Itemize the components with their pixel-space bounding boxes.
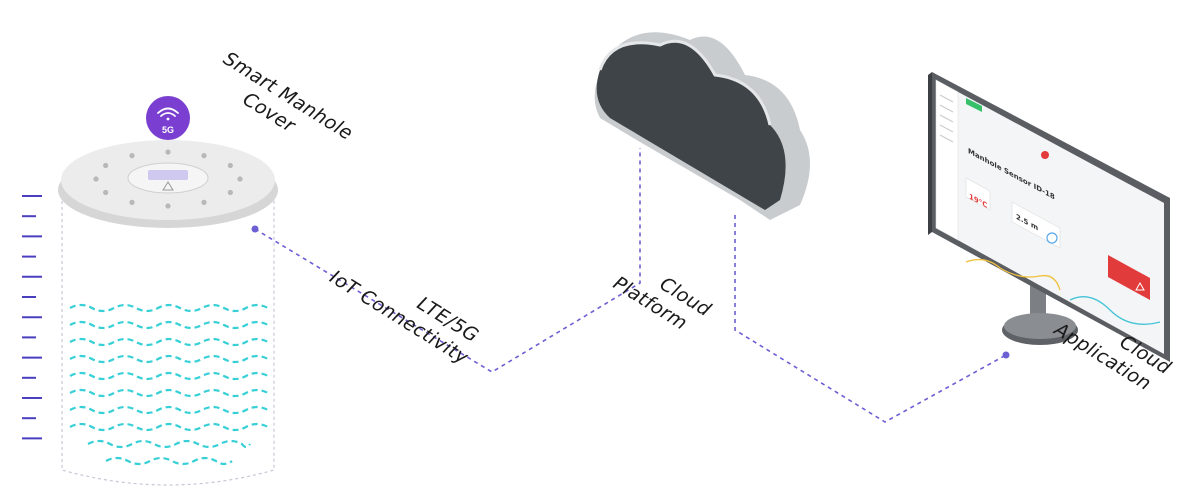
dashboard-card-temp <box>965 177 991 211</box>
monitor: Manhole Sensor ID-18 19°C 2.5 m <box>928 72 1170 362</box>
manhole-bolt <box>103 162 109 169</box>
flow-line-manhole-to-cloud <box>254 148 641 373</box>
manhole-bolt <box>165 203 171 209</box>
label-iot-connectivity: LTE/5G IoT Connectivity <box>326 266 483 369</box>
flow-line-cloud-to-app <box>734 215 1007 423</box>
manhole-display <box>148 170 188 180</box>
5g-badge: 5G <box>146 96 190 140</box>
manhole-bolt <box>103 189 109 196</box>
dashboard-alert-icon <box>1135 281 1145 291</box>
label-cloud-platform: Cloud Platform <box>609 272 715 335</box>
water-wave <box>87 439 251 449</box>
manhole-cover <box>58 140 278 228</box>
manhole-warning-icon <box>162 181 174 191</box>
monitor-screen <box>936 80 1164 354</box>
manhole-bolt <box>227 189 233 196</box>
droplet-icon <box>1046 232 1058 244</box>
manhole-bolt <box>93 176 99 182</box>
manhole-bolt <box>201 153 207 159</box>
water-wave <box>69 337 269 347</box>
manhole-bolt <box>165 149 171 155</box>
water-wave <box>69 371 269 381</box>
dashboard-sidebar <box>935 79 959 241</box>
sewer-shaft <box>61 195 275 486</box>
manhole-bolt <box>237 176 243 182</box>
manhole-bolts <box>93 149 243 209</box>
connection-lines <box>251 148 1010 423</box>
water-wave <box>69 422 269 432</box>
water-wave <box>69 405 269 415</box>
monitor-stand-base-top <box>1004 313 1076 339</box>
monitor-frame-edge <box>928 72 932 235</box>
cloud-face <box>596 41 786 210</box>
5g-badge-text: 5G <box>162 125 174 135</box>
water-wave <box>69 320 269 330</box>
water-wave <box>69 303 269 313</box>
dashboard-status-tag <box>966 98 982 112</box>
dashboard-chart-line-2 <box>1069 296 1161 325</box>
dashboard-map-pin <box>1041 151 1049 159</box>
water-waves <box>69 303 269 466</box>
manhole-bolt <box>129 153 135 159</box>
manhole-bolt <box>227 162 233 169</box>
wifi-icon <box>157 107 179 121</box>
dashboard-card-level <box>1011 201 1061 249</box>
manhole-bolt <box>201 199 207 205</box>
dashboard-alert-card <box>1108 255 1150 300</box>
water-wave <box>105 456 233 466</box>
cloud-platform-icon <box>594 32 810 220</box>
dashboard-chart-line <box>965 258 1061 291</box>
cloud-highlight <box>598 39 772 126</box>
connection-node-app <box>1002 351 1010 359</box>
dashboard-sidebar-items <box>939 94 954 143</box>
manhole-bolt <box>129 199 135 205</box>
depth-scale <box>22 195 42 440</box>
water-wave <box>69 388 269 398</box>
water-wave <box>69 354 269 364</box>
